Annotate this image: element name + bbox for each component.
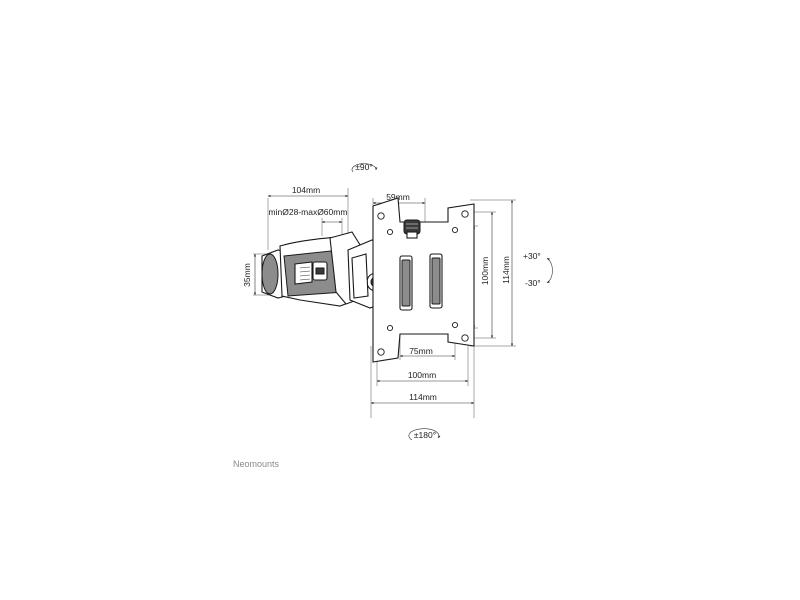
rotation-90-label: ±90°	[355, 162, 373, 172]
pole-clamp	[261, 231, 363, 307]
tilt-down-label: -30°	[525, 278, 541, 288]
plate-width-label: 114mm	[409, 392, 437, 402]
tilt-up-label: +30°	[523, 251, 541, 261]
clamp-height-label: 35mm	[242, 263, 252, 287]
dimension-arm-length: 104mm	[267, 185, 349, 250]
dimension-clamp-range: minØ28-maxØ60mm	[269, 207, 348, 236]
vesa-h-small-label: 75mm	[409, 346, 433, 356]
plate-offset-label: 59mm	[386, 192, 410, 202]
vesa-h-large-label: 100mm	[408, 370, 436, 380]
plate-height-label: 114mm	[501, 256, 511, 284]
rotation-90-indicator: ±90°	[351, 162, 378, 173]
rotation-180-indicator: ±180°	[408, 428, 441, 441]
clamp-range-label: minØ28-maxØ60mm	[269, 207, 348, 217]
tilt-indicator: +30° -30°	[523, 251, 553, 288]
dimension-vesa-horizontal: 75mm 100mm 114mm	[370, 335, 475, 418]
brand-logo-text: Neomounts	[233, 459, 280, 469]
vesa-v-large-label: 100mm	[480, 257, 490, 285]
rotation-180-label: ±180°	[414, 430, 436, 440]
vesa-plate	[372, 197, 475, 363]
arm-length-label: 104mm	[292, 185, 320, 195]
